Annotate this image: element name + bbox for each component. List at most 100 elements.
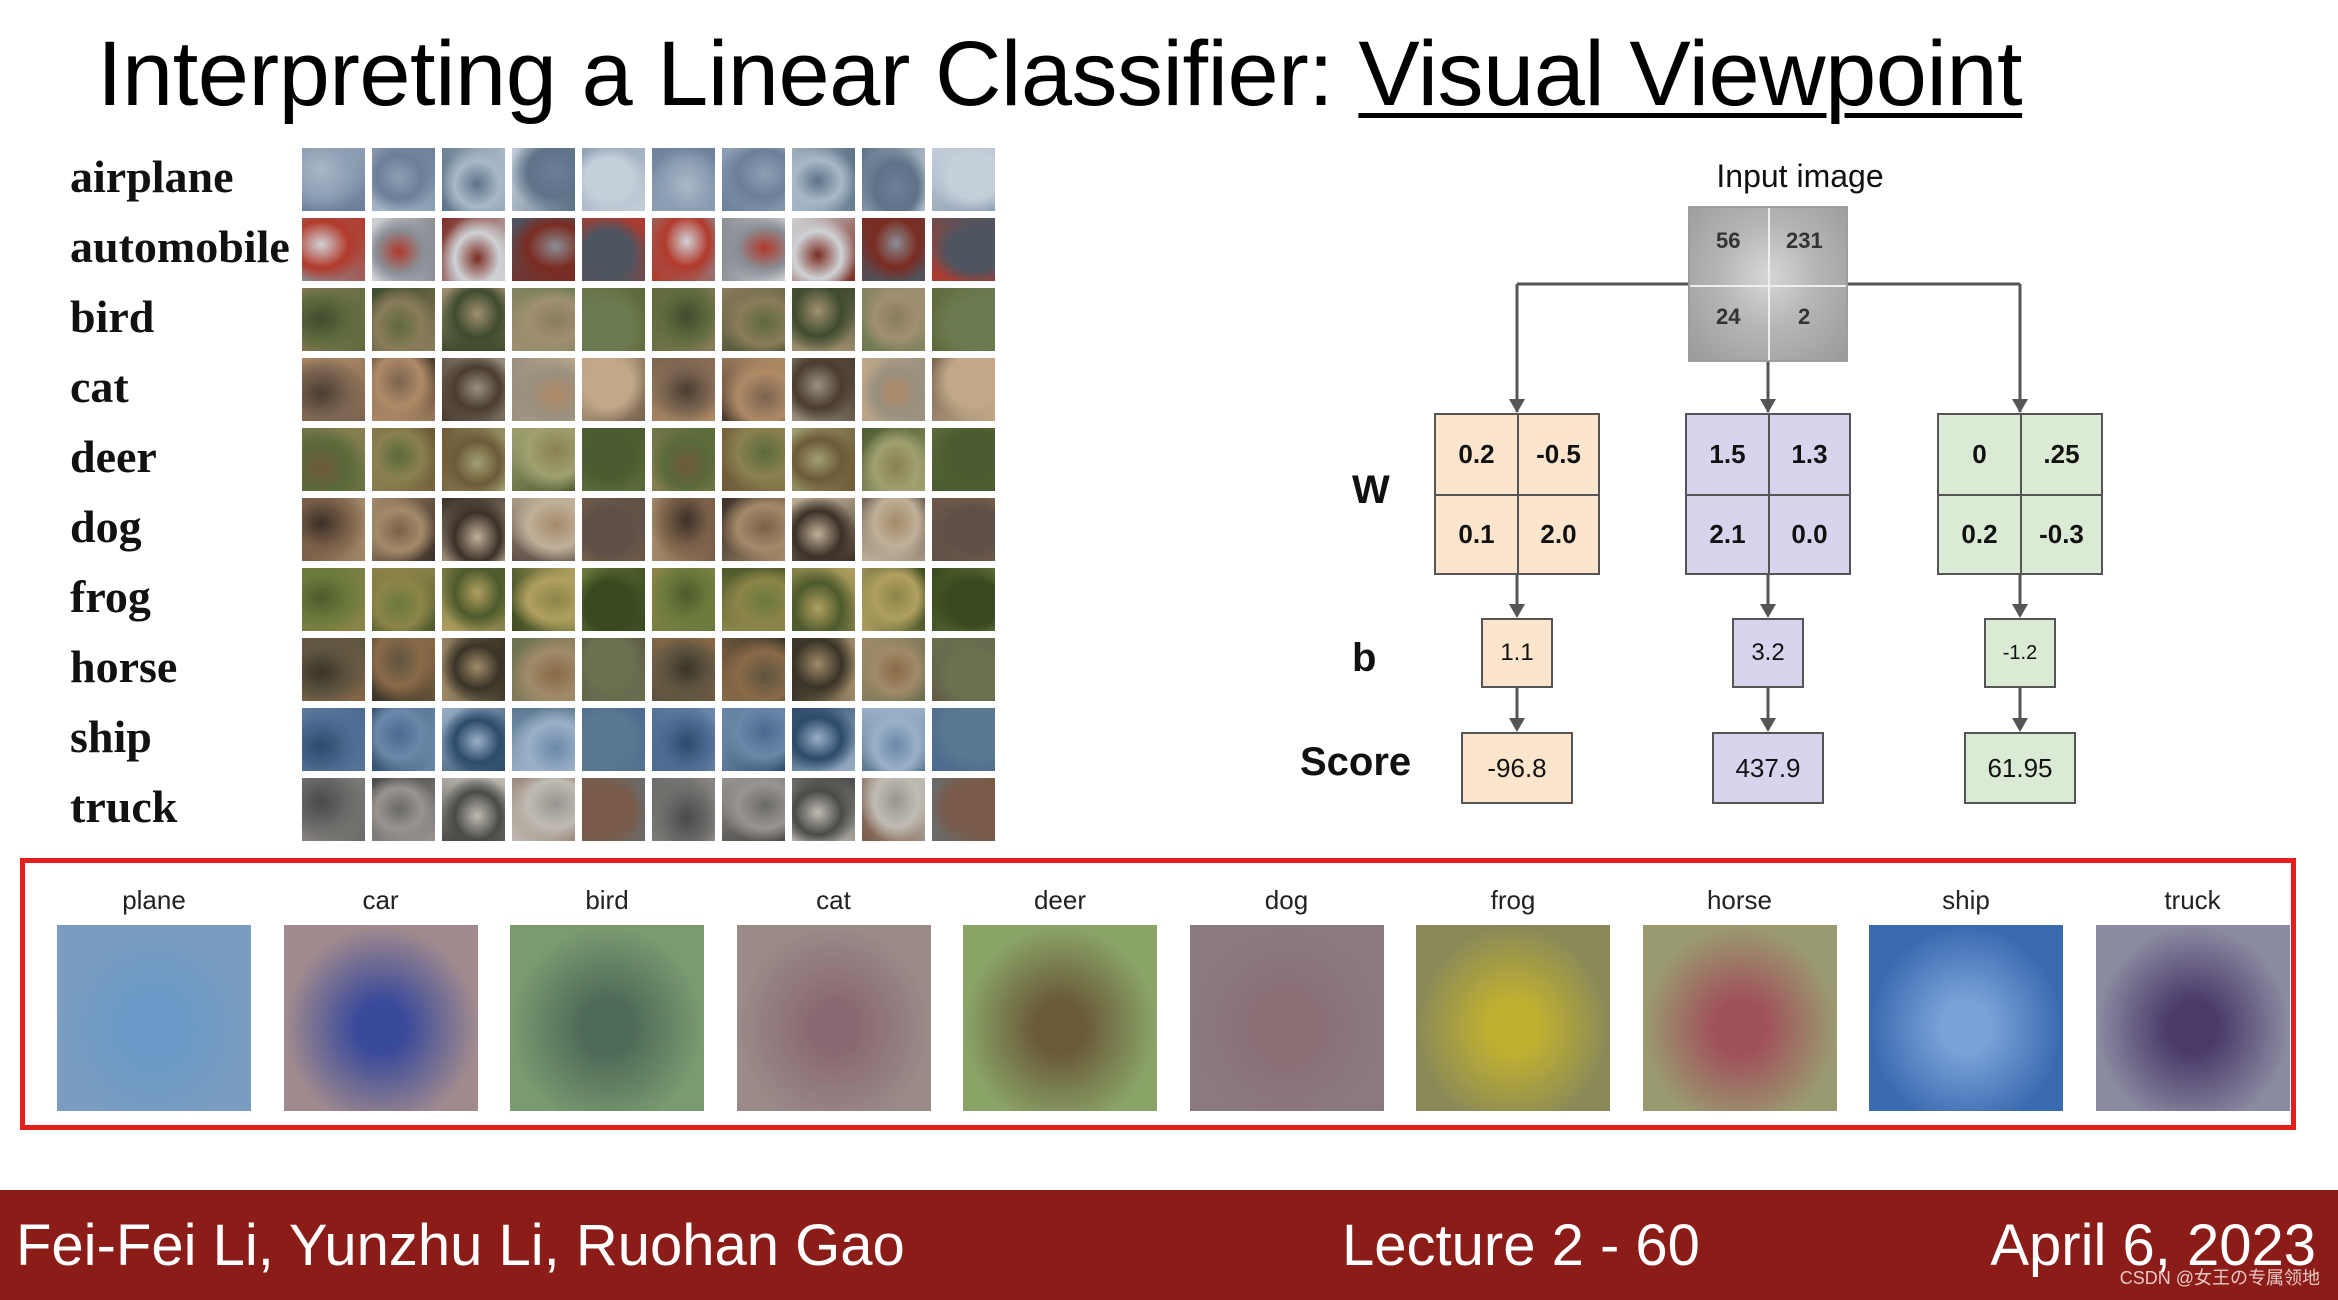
class-thumbnail xyxy=(792,638,855,701)
class-thumbnail xyxy=(582,218,645,281)
weight-value: .25 xyxy=(2020,415,2101,494)
class-label: airplane xyxy=(70,151,234,202)
template-image xyxy=(1189,925,1384,1111)
weight-value: 0.1 xyxy=(1436,494,1517,573)
class-thumbnail xyxy=(582,358,645,421)
class-thumbnail xyxy=(512,568,575,631)
class-thumbnail xyxy=(372,428,435,491)
class-thumbnail xyxy=(862,568,925,631)
class-template: bird xyxy=(510,883,704,1111)
class-template: frog xyxy=(1416,883,1610,1111)
class-label: bird xyxy=(70,291,155,342)
class-thumbnail xyxy=(652,358,715,421)
class-thumbnail xyxy=(372,638,435,701)
template-image xyxy=(283,925,478,1111)
class-thumbnail xyxy=(442,218,505,281)
class-thumbnail xyxy=(862,288,925,351)
class-thumbnail xyxy=(862,638,925,701)
class-thumbnail xyxy=(932,288,995,351)
weight-value: 2.0 xyxy=(1517,494,1598,573)
footer-lecture: Lecture 2 - 60 xyxy=(1342,1213,1700,1278)
weight-value: 0.2 xyxy=(1458,439,1495,469)
class-thumbnail xyxy=(722,428,785,491)
bias-label: b xyxy=(1352,636,1377,680)
arrow-head xyxy=(1760,604,1776,618)
class-thumbnail xyxy=(722,358,785,421)
class-thumbnail xyxy=(302,288,365,351)
class-thumbnail xyxy=(862,148,925,211)
class-thumbnail xyxy=(372,498,435,561)
class-thumbnail xyxy=(932,568,995,631)
class-thumbnail xyxy=(442,148,505,211)
class-thumbnail xyxy=(582,148,645,211)
template-image xyxy=(1416,925,1610,1111)
class-thumbnail xyxy=(302,218,365,281)
class-thumbnail xyxy=(372,778,435,841)
class-thumbnail xyxy=(932,428,995,491)
template-image xyxy=(963,925,1157,1111)
template-label: car xyxy=(362,885,399,915)
class-thumbnail xyxy=(372,218,435,281)
class-thumbnail xyxy=(582,708,645,771)
title-underlined-text: Visual Viewpoint xyxy=(1358,23,2023,125)
class-thumbnail xyxy=(512,288,575,351)
class-thumbnail xyxy=(372,148,435,211)
footer-date: April 6, 2023 xyxy=(1990,1213,2316,1278)
class-thumbnail xyxy=(652,708,715,771)
template-label: frog xyxy=(1490,885,1536,915)
weight-value: 1.5 xyxy=(1709,439,1746,469)
class-thumbnail xyxy=(582,498,645,561)
class-thumbnail xyxy=(512,778,575,841)
score-value: 61.95 xyxy=(1964,732,2076,804)
template-label: horse xyxy=(1706,885,1773,915)
class-thumbnail xyxy=(582,638,645,701)
template-image xyxy=(510,925,704,1111)
template-image xyxy=(1869,925,2063,1111)
weight-value: -0.5 xyxy=(1517,415,1598,494)
class-thumbnail xyxy=(442,778,505,841)
template-label: cat xyxy=(816,885,851,915)
score-value: -96.8 xyxy=(1461,732,1573,804)
weight-value: -0.3 xyxy=(2020,494,2101,573)
arrow-head xyxy=(1760,399,1776,413)
template-label: plane xyxy=(122,885,186,915)
class-thumbnail xyxy=(372,288,435,351)
class-thumbnail xyxy=(652,778,715,841)
class-thumbnail xyxy=(792,218,855,281)
class-template: dog xyxy=(1189,883,1384,1111)
class-thumbnail xyxy=(722,148,785,211)
weight-value: 0 xyxy=(1972,439,1987,469)
class-template: deer xyxy=(963,883,1157,1111)
class-thumbnail xyxy=(652,498,715,561)
class-thumbnail xyxy=(722,708,785,771)
arrow-head xyxy=(2012,718,2028,732)
class-thumbnail xyxy=(652,568,715,631)
class-thumbnail xyxy=(652,218,715,281)
class-thumbnail xyxy=(302,358,365,421)
class-thumbnail xyxy=(582,288,645,351)
class-thumbnail xyxy=(722,218,785,281)
template-label: deer xyxy=(1033,885,1087,915)
arrow-head xyxy=(2012,604,2028,618)
arrow-head xyxy=(1509,718,1525,732)
class-label: frog xyxy=(70,571,151,622)
score-label: Score xyxy=(1300,740,1412,784)
bias-value: 1.1 xyxy=(1481,618,1553,688)
weight-value: 0.2 xyxy=(1939,494,2020,573)
class-thumbnail xyxy=(792,148,855,211)
class-thumbnail xyxy=(792,708,855,771)
arrow-head xyxy=(1760,718,1776,732)
class-label: truck xyxy=(70,781,178,832)
arrow-head xyxy=(1509,604,1525,618)
class-thumbnail xyxy=(932,148,995,211)
arrow-head xyxy=(2012,399,2028,413)
class-template: plane xyxy=(57,883,251,1111)
template-image xyxy=(1642,925,1837,1111)
pixel-value: 24 xyxy=(1716,304,1741,329)
class-thumbnail xyxy=(442,568,505,631)
template-label: bird xyxy=(585,885,629,915)
class-thumbnail xyxy=(302,708,365,771)
class-thumbnail xyxy=(792,428,855,491)
